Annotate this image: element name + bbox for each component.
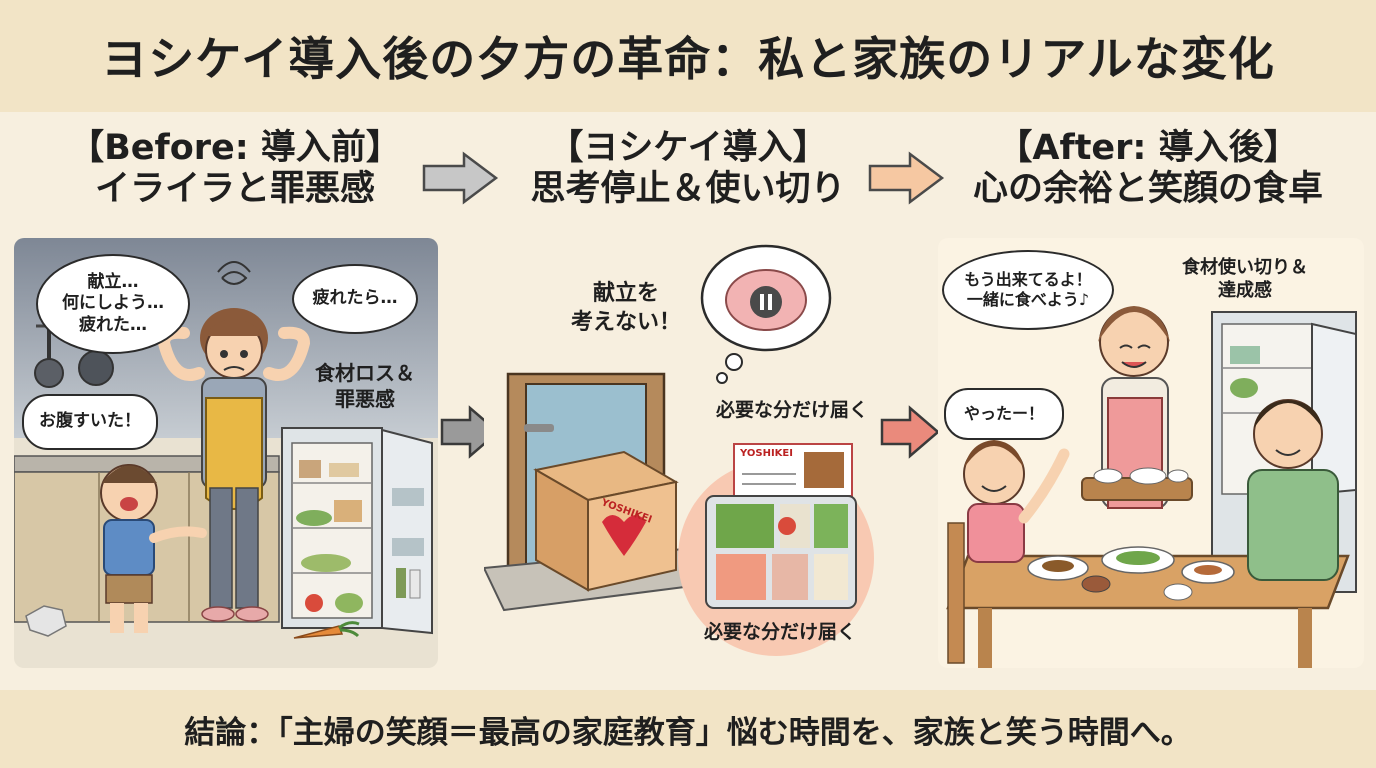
after-scene: もう出来てるよ！ 一緒に食べよう♪ やったー！ 食材使い切り＆ 達成感 (938, 238, 1364, 668)
header-arrow-gray-icon (422, 151, 499, 205)
delivery-label-top: 必要な分だけ届く (715, 399, 868, 421)
scene-arrow-red-icon (880, 405, 940, 459)
after-dinner-illustration (946, 306, 1357, 668)
conclusion-text: 結論：「主婦の笑顔＝最高の家庭教育」悩む時間を、家族と笑う時間へ。 (184, 714, 1192, 751)
stage-after-caption: 心の余裕と笑顔の食卓 (972, 169, 1323, 210)
header-arrow-peach-icon (868, 151, 945, 205)
stage-header-before: 【Before: 導入前】 イライラと罪悪感 (25, 128, 445, 211)
stage-after-label: 【After: 導入後】 (997, 128, 1299, 168)
stage-before-label: 【Before: 導入前】 (69, 128, 401, 168)
delivery-label-bottom: 必要な分だけ届く (703, 621, 856, 643)
mom-speech-bubble: もう出来てるよ！ 一緒に食べよう♪ (942, 250, 1114, 330)
conclusion-band: 結論：「主婦の笑顔＝最高の家庭教育」悩む時間を、家族と笑う時間へ。 (0, 690, 1376, 768)
no-menu-label: 献立を 考えない！ (570, 281, 681, 335)
girl-speech-bubble: やったー！ (944, 388, 1064, 440)
title-band: ヨシケイ導入後の夕方の革命：私と家族のリアルな変化 (0, 0, 1376, 112)
tired-thought-bubble: 疲れたら… (292, 264, 418, 334)
mom-thought-bubble: 献立… 何にしよう… 疲れた… (36, 254, 190, 354)
before-kitchen-illustration (14, 238, 438, 668)
stage-header-after: 【After: 導入後】 心の余裕と笑顔の食卓 (938, 128, 1358, 211)
stage-during-caption: 思考停止＆使い切り (530, 169, 846, 210)
stage-header-during: 【ヨシケイ導入】 思考停止＆使い切り (478, 128, 898, 211)
menu-brand-text: YOSHIKEI (740, 448, 793, 459)
achievement-label: 食材使い切り＆ 達成感 (1182, 257, 1308, 302)
stage-before-caption: イライラと罪悪感 (94, 169, 375, 210)
during-scene: 献立を 考えない！ 必要な分だけ届く 必要な分だけ届く YOSHIKEI YOS… (484, 238, 884, 668)
before-scene: 献立… 何にしよう… 疲れた… 疲れたら… お腹すいた！ 食材ロス＆ 罪悪感 (14, 238, 438, 668)
food-loss-label: 食材ロス＆ 罪悪感 (315, 361, 415, 411)
page-title: ヨシケイ導入後の夕方の革命：私と家族のリアルな変化 (101, 32, 1275, 86)
during-delivery-illustration (484, 244, 874, 656)
stage-during-label: 【ヨシケイ導入】 (548, 128, 828, 168)
child-speech-bubble: お腹すいた！ (22, 394, 158, 450)
